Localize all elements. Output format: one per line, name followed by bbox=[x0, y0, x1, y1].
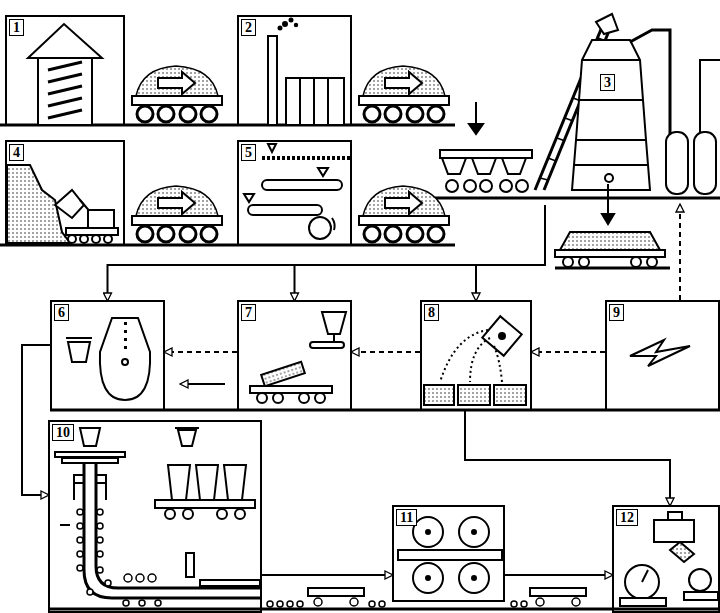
coke-oven-building bbox=[28, 24, 102, 125]
flow-arrow bbox=[262, 574, 392, 576]
callout-number: 7 bbox=[241, 304, 256, 321]
callout-number: 9 bbox=[609, 304, 624, 321]
process-panel: 5 bbox=[237, 140, 352, 246]
process-panel: 11 bbox=[392, 505, 505, 602]
process-panel: 9 bbox=[605, 300, 720, 411]
flow-arrow bbox=[352, 351, 420, 353]
converter bbox=[66, 318, 150, 400]
rolling-mill bbox=[398, 517, 502, 593]
process-panel: 8 bbox=[420, 300, 532, 411]
ladle-car bbox=[555, 184, 670, 268]
quarry-excavator bbox=[7, 165, 118, 243]
callout-number: 3 bbox=[600, 74, 615, 91]
flow-arrow bbox=[679, 205, 681, 300]
continuous-casting bbox=[55, 428, 262, 606]
flow-arrow bbox=[465, 411, 670, 505]
pouring-ladle bbox=[424, 316, 526, 405]
process-panel: 1 bbox=[5, 15, 125, 126]
flow-arrow bbox=[181, 383, 225, 385]
flow-arrow bbox=[22, 345, 50, 495]
flow-arrow bbox=[165, 351, 237, 353]
process-panel: 10 bbox=[48, 420, 262, 613]
blast-furnace bbox=[535, 14, 720, 194]
process-panel: 2 bbox=[237, 15, 352, 126]
ore-trains bbox=[132, 66, 449, 242]
process-panel: 4 bbox=[5, 140, 125, 246]
callout-number: 6 bbox=[54, 304, 69, 321]
flow-arrow bbox=[505, 574, 612, 576]
flow-arrow bbox=[108, 205, 546, 300]
callout-number: 10 bbox=[52, 424, 74, 441]
sorting-conveyors bbox=[244, 144, 350, 239]
callout-number: 11 bbox=[396, 509, 417, 526]
process-panel: 3 bbox=[540, 30, 690, 205]
callout-number: 8 bbox=[424, 304, 439, 321]
callout-number: 2 bbox=[241, 19, 256, 36]
flow-arrow bbox=[476, 205, 545, 300]
sinter-plant bbox=[268, 19, 344, 126]
hopper-cars bbox=[440, 102, 532, 192]
process-panel: 6 bbox=[50, 300, 165, 411]
callout-number: 12 bbox=[616, 509, 638, 526]
callout-number: 1 bbox=[9, 19, 24, 36]
machining bbox=[620, 512, 718, 606]
callout-number: 4 bbox=[9, 144, 24, 161]
callout-number: 5 bbox=[241, 144, 256, 161]
ingot-casting bbox=[250, 312, 346, 403]
flow-arrow bbox=[532, 351, 605, 353]
flow-arrow bbox=[295, 205, 546, 300]
electric-arc-symbol bbox=[630, 340, 690, 366]
process-panel: 12 bbox=[612, 505, 720, 613]
process-panel: 7 bbox=[237, 300, 352, 411]
